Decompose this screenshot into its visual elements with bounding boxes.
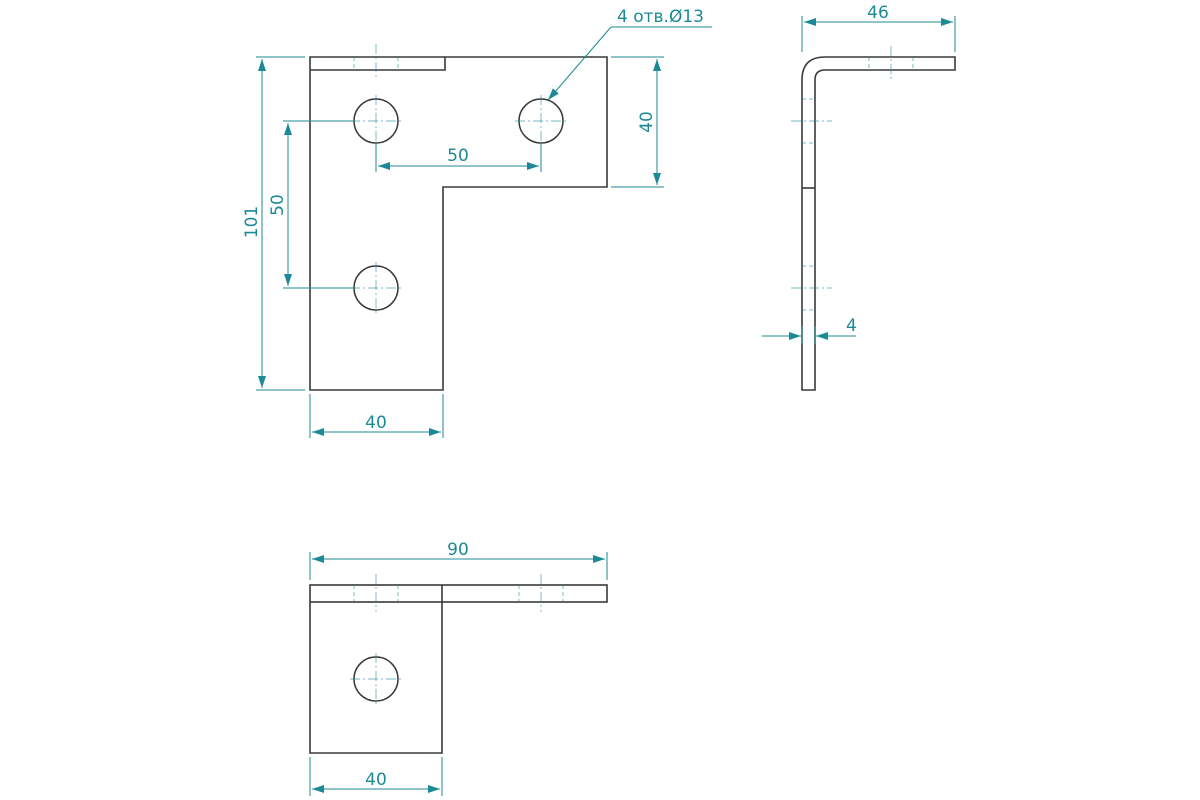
top-view-flange-strip bbox=[309, 584, 608, 603]
side-view-profile bbox=[801, 56, 956, 391]
dim-bottom-width-label: 40 bbox=[365, 413, 387, 433]
dim-thickness-label: 4 bbox=[846, 316, 857, 336]
front-view-bend-strip bbox=[310, 57, 446, 71]
hole-center-marks bbox=[350, 95, 567, 314]
dim-top-bottom-width-label: 40 bbox=[365, 770, 387, 790]
front-view: 101 50 50 40 40 4 отв.Ø13 bbox=[242, 7, 712, 438]
callout-leader-arrow bbox=[547, 26, 612, 101]
top-view: 90 40 bbox=[309, 540, 608, 796]
hole-callout-label: 4 отв.Ø13 bbox=[617, 7, 704, 27]
side-view: 46 4 bbox=[762, 3, 956, 391]
dim-total-height-label: 101 bbox=[242, 206, 262, 238]
front-view-outline bbox=[309, 56, 608, 391]
dim-arm-height-label: 40 bbox=[637, 111, 657, 133]
top-view-hole-center-mark bbox=[350, 653, 402, 705]
dim-hole-vertical-spacing-label: 50 bbox=[268, 194, 288, 216]
dim-total-width-label: 90 bbox=[447, 540, 469, 560]
top-view-bottom-plate bbox=[309, 585, 443, 754]
dim-hole-horizontal-spacing-label: 50 bbox=[447, 146, 469, 166]
dim-flange-width-label: 46 bbox=[867, 3, 889, 23]
